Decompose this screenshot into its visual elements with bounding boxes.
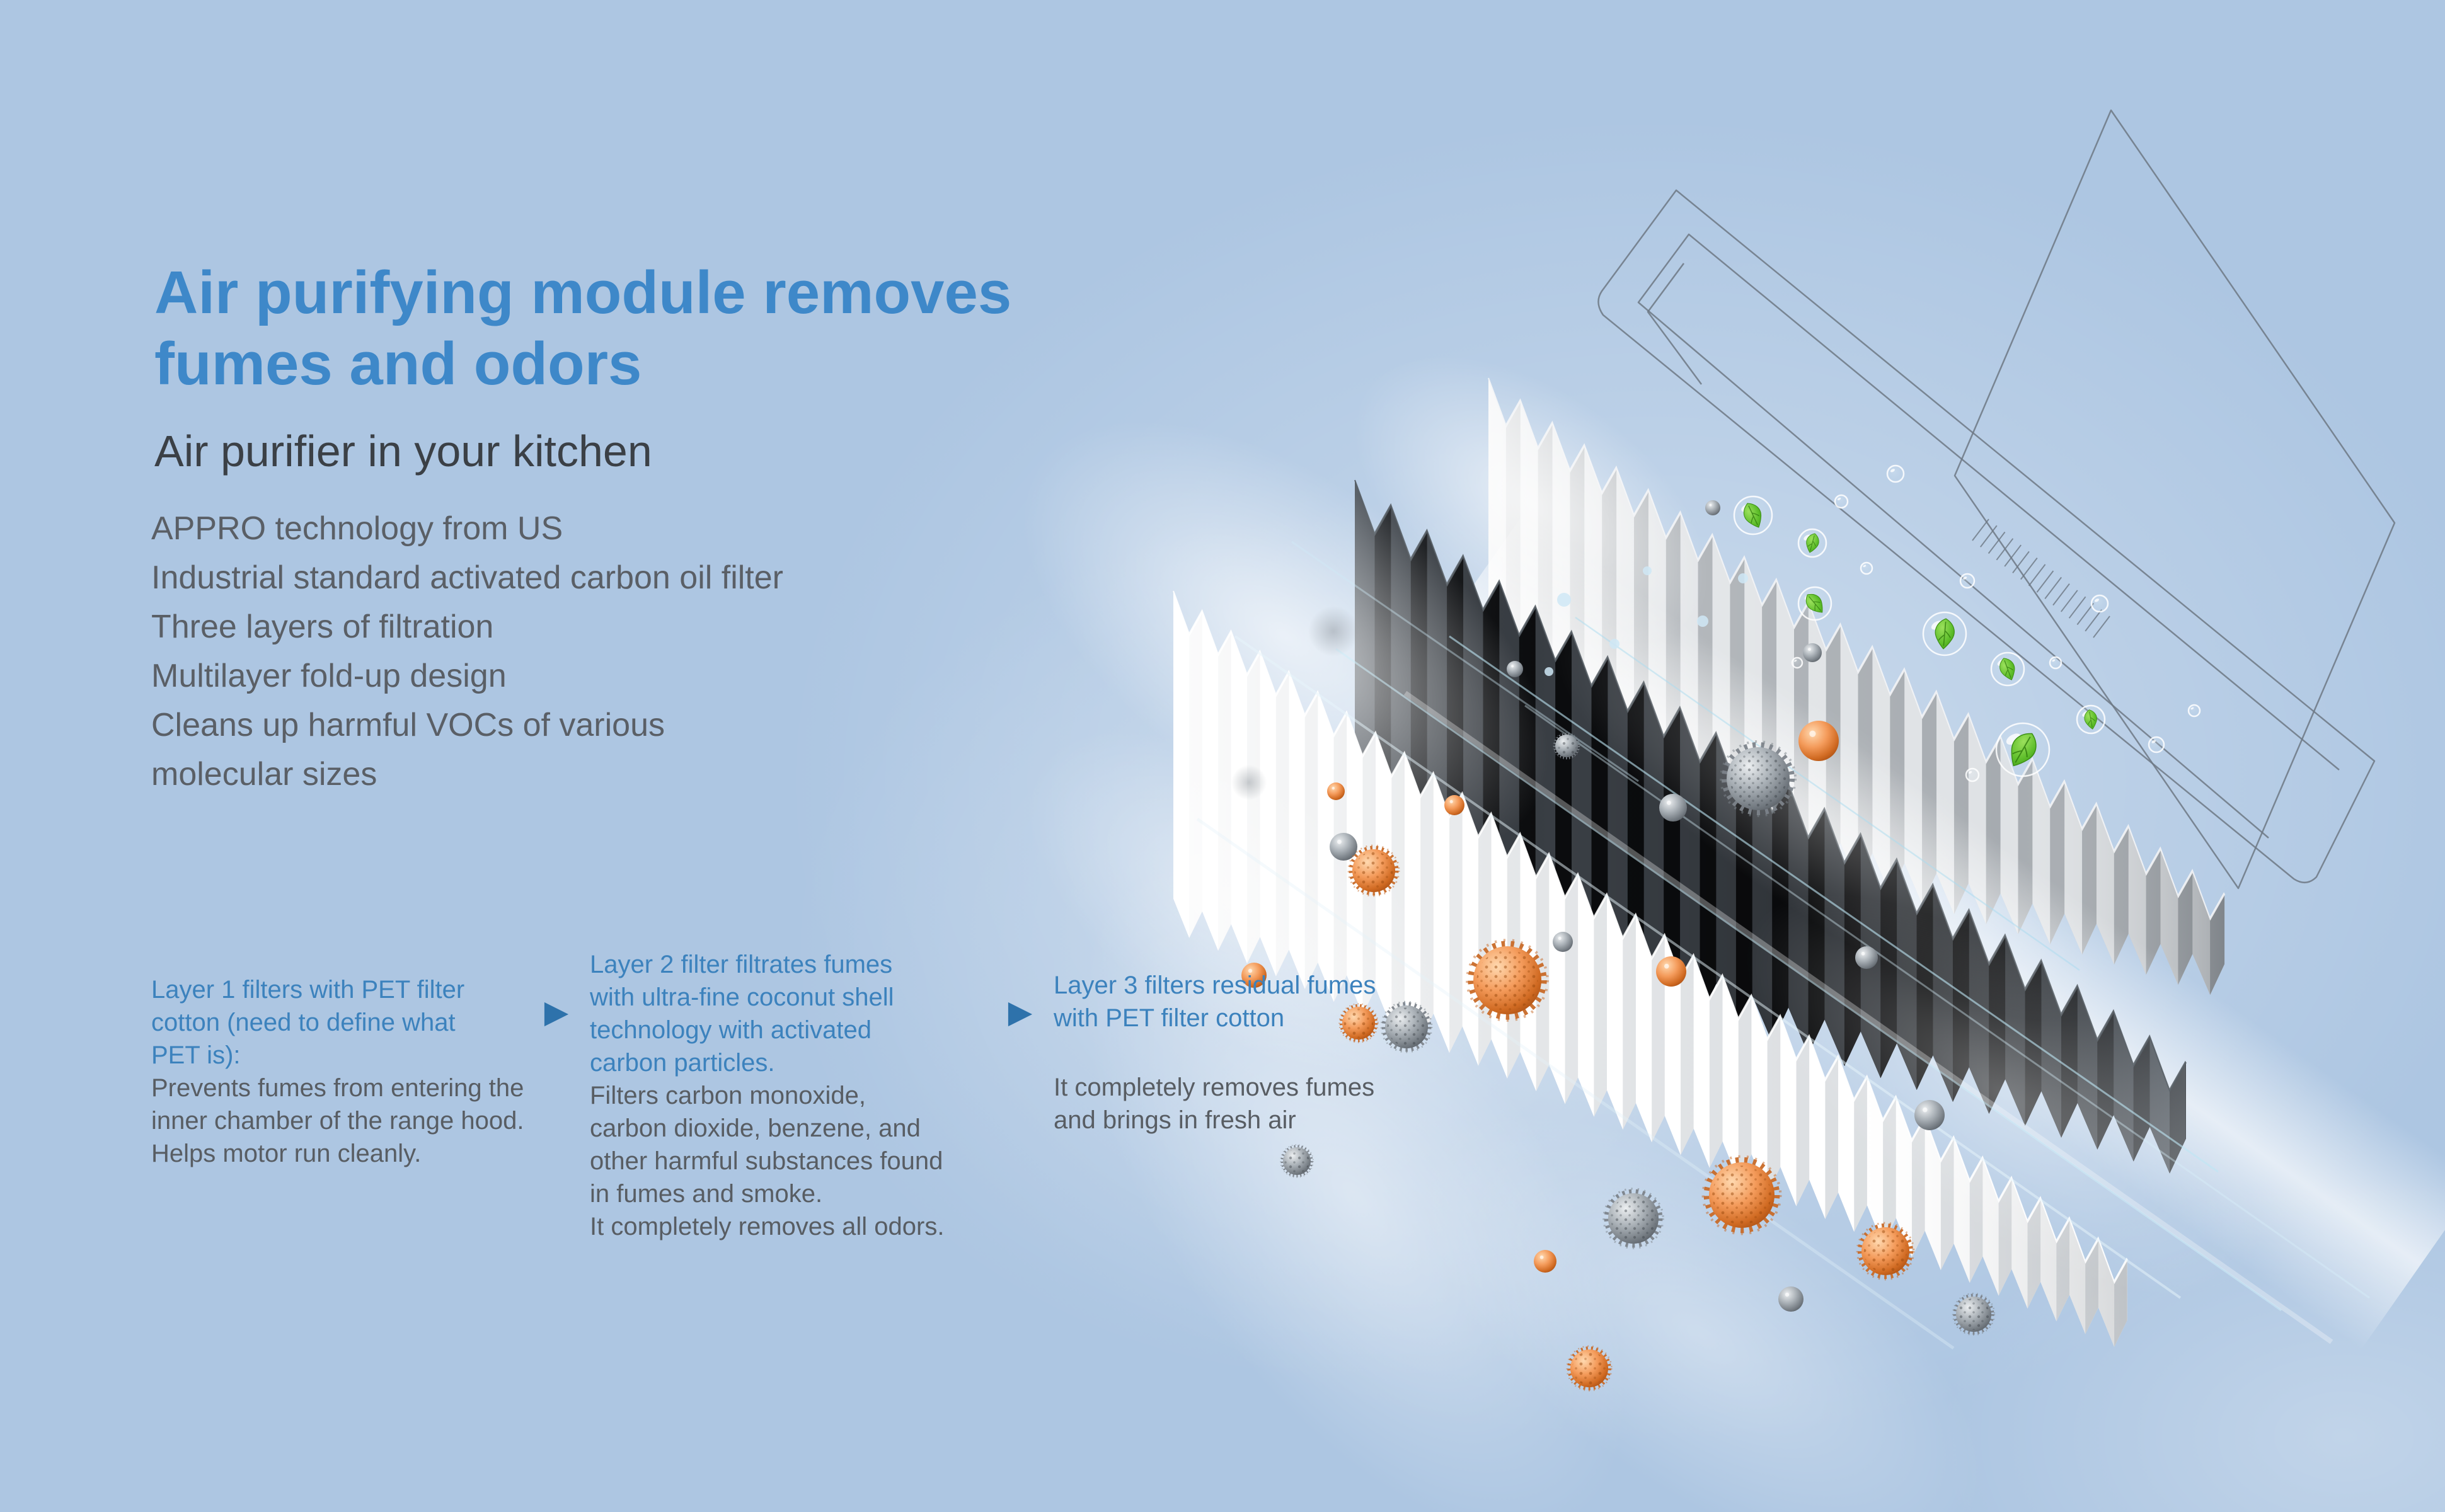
flow-arrow-icon: ▶	[1008, 994, 1033, 1029]
feature-item: Three layers of filtration	[151, 609, 494, 645]
feature-item: Multilayer fold-up design	[151, 658, 507, 694]
feature-list: APPRO technology from US Industrial stan…	[151, 504, 970, 799]
feature-item: APPRO technology from US	[151, 510, 563, 547]
layer-1-description: Prevents fumes from entering the inner c…	[151, 1074, 524, 1167]
layer-2-heading: Layer 2 filter filtrates fumes with ultr…	[590, 951, 894, 1077]
feature-item: Cleans up harmful VOCs of various molecu…	[151, 707, 665, 793]
page-subtitle: Air purifier in your kitchen	[154, 427, 652, 476]
layer-2-column: Layer 2 filter filtrates fumes with ultr…	[590, 942, 993, 1243]
layer-2-description: Filters carbon monoxide, carbon dioxide,…	[590, 1082, 945, 1240]
layer-3-description: It completely removes fumes and brings i…	[1054, 1074, 1375, 1134]
layers-flow: Layer 1 filters with PET filter cotton (…	[151, 942, 1432, 1243]
fume-particles	[1231, 500, 1996, 1392]
layer-1-column: Layer 1 filters with PET filter cotton (…	[151, 942, 529, 1170]
layer-3-column: Layer 3 filters residual fumes with PET …	[1054, 942, 1432, 1137]
range-hood-wireframe-icon	[1597, 109, 2396, 890]
flow-arrow-icon: ▶	[544, 994, 569, 1029]
layer-1-heading: Layer 1 filters with PET filter cotton (…	[151, 976, 465, 1069]
page-title: Air purifying module removes fumes and o…	[154, 259, 1012, 398]
light-sheen	[1021, 420, 2102, 1022]
leaf-bubbles	[1733, 464, 2201, 782]
layer-3-heading: Layer 3 filters residual fumes with PET …	[1054, 971, 1376, 1032]
smoke-haze	[1026, 729, 2445, 1512]
feature-item: Industrial standard activated carbon oil…	[151, 559, 783, 596]
